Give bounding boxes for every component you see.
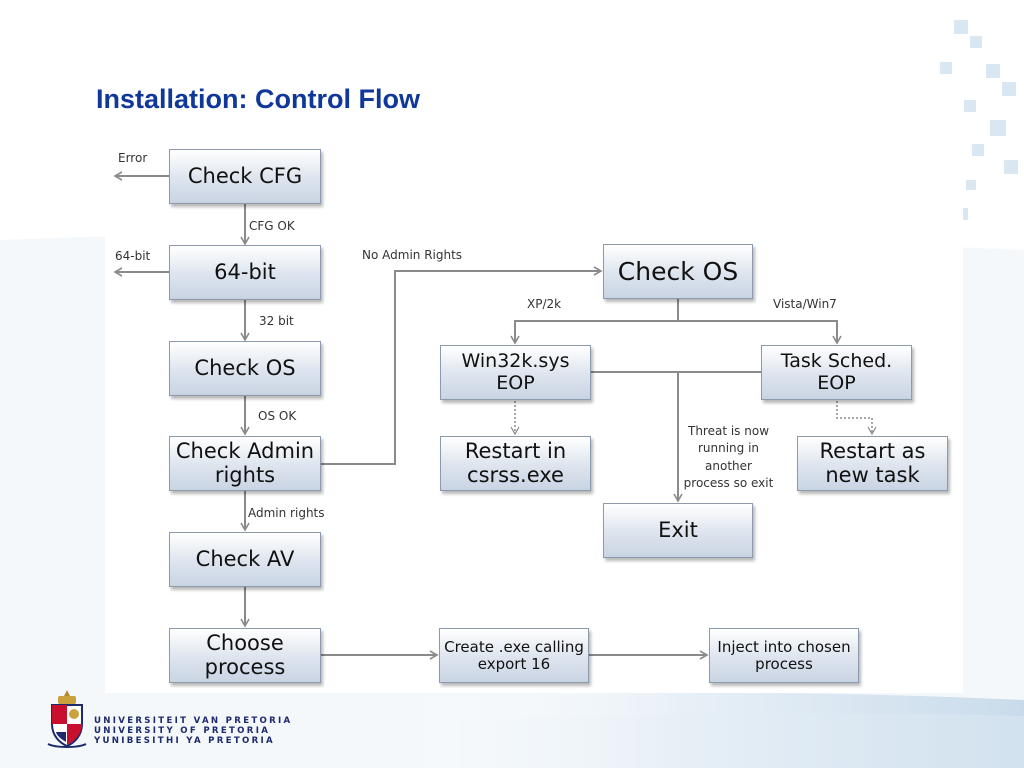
box-check-cfg-text: Check CFG <box>187 163 303 188</box>
box-exit: Exit <box>603 503 753 558</box>
box-choose-process-text: Choose process <box>204 630 286 679</box>
box-check-av-text: Check AV <box>195 546 295 571</box>
box-win32k: Win32k.sys EOP <box>440 345 591 400</box>
arrow-dotted-newtask <box>836 401 877 436</box>
box-task-sched: Task Sched. EOP <box>761 345 912 400</box>
box-create-exe-text: Create .exe calling export 16 <box>444 637 584 673</box>
box-restart-task-text: Restart as new task <box>819 438 926 487</box>
box-restart-csrss: Restart in csrss.exe <box>440 436 591 491</box>
arrow-xp2k <box>510 320 678 345</box>
university-crest-icon <box>47 690 87 748</box>
label-error: Error <box>118 151 148 165</box>
label-64bit-out: 64-bit <box>115 249 151 263</box>
label-threat-note: Threat is now running in another process… <box>683 424 774 491</box>
university-name-line-1: UNIVERSITEIT VAN PRETORIA <box>94 716 293 726</box>
label-xp2k: XP/2k <box>527 297 562 311</box>
label-32bit: 32 bit <box>259 314 294 328</box>
label-admin-rights: Admin rights <box>248 506 325 520</box>
box-check-os-right-text: Check OS <box>617 256 739 286</box>
box-check-cfg: Check CFG <box>169 149 321 204</box>
box-create-exe: Create .exe calling export 16 <box>439 628 589 683</box>
box-inject: Inject into chosen process <box>709 628 859 683</box>
label-cfg-ok: CFG OK <box>249 219 295 233</box>
box-restart-csrss-text: Restart in csrss.exe <box>464 438 567 487</box>
slide-title: Installation: Control Flow <box>96 84 420 114</box>
box-exit-text: Exit <box>658 517 698 542</box>
arrow-vista <box>678 320 842 345</box>
box-64bit: 64-bit <box>169 245 321 300</box>
label-no-admin-rights: No Admin Rights <box>362 248 463 262</box>
box-restart-task: Restart as new task <box>797 436 948 491</box>
box-inject-text: Inject into chosen process <box>717 637 851 673</box>
box-check-os-left-text: Check OS <box>194 355 296 380</box>
arrow-no-admin <box>320 266 603 465</box>
university-name-line-3: YUNIBESITHI YA PRETORIA <box>94 736 276 746</box>
label-os-ok: OS OK <box>258 409 297 423</box>
box-win32k-text: Win32k.sys EOP <box>461 350 570 394</box>
box-task-sched-text: Task Sched. EOP <box>780 350 893 394</box>
box-choose-process: Choose process <box>169 628 321 683</box>
box-check-os-left: Check OS <box>169 341 321 396</box>
box-check-admin: Check Admin rights <box>169 436 321 491</box>
box-64bit-text: 64-bit <box>214 259 276 284</box>
box-check-os-right: Check OS <box>603 244 753 299</box>
university-name-line-2: UNIVERSITY OF PRETORIA <box>94 726 271 736</box>
label-vista-win7: Vista/Win7 <box>773 297 837 311</box>
box-check-admin-text: Check Admin rights <box>175 438 315 487</box>
box-check-av: Check AV <box>169 532 321 587</box>
